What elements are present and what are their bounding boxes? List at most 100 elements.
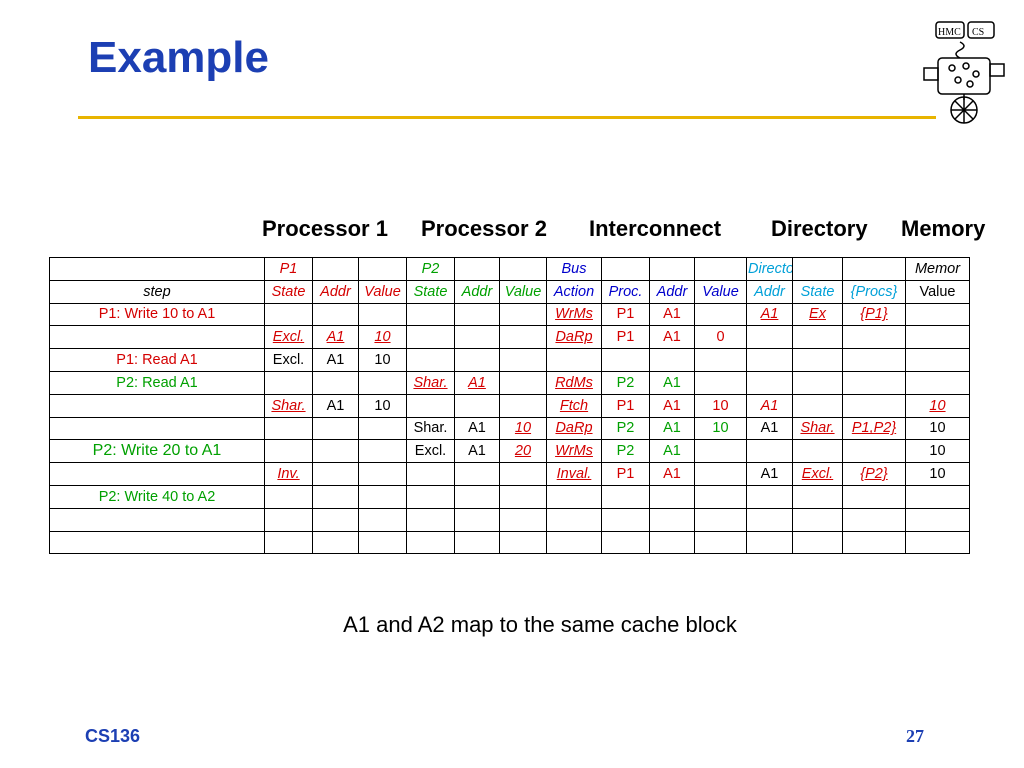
table-cell [358, 484, 407, 509]
table-cell [792, 348, 843, 372]
table-cell [454, 257, 500, 281]
table-cell: 10 [358, 393, 407, 418]
table-cell: A1 [312, 325, 359, 350]
table-cell [406, 393, 455, 418]
table-cell [499, 257, 547, 281]
table-cell [694, 530, 747, 555]
table-cell: P2 [601, 370, 650, 395]
table-cell [546, 507, 602, 532]
table-cell: A1 [746, 302, 793, 327]
table-cell [499, 393, 547, 418]
table-cell [454, 462, 500, 486]
table-cell: DaRp [546, 325, 602, 350]
table-cell: Shar. [792, 416, 843, 441]
table-cell: A1 [649, 393, 695, 418]
table-cell [358, 507, 407, 532]
table-cell: State [406, 279, 455, 304]
table-cell: P1 [601, 393, 650, 418]
table-cell: P1: Read A1 [49, 348, 265, 372]
table-cell [694, 507, 747, 532]
table-cell [49, 325, 265, 350]
table-cell: P1 [601, 302, 650, 327]
table-cell [358, 257, 407, 281]
table-cell: A1 [746, 462, 793, 486]
table-header-row: P1P2BusDirectoryMemor [49, 257, 970, 281]
table-cell [454, 484, 500, 509]
table-cell: Excl. [264, 325, 313, 350]
table-cell [649, 257, 695, 281]
table-cell: Proc. [601, 279, 650, 304]
table-cell [905, 507, 970, 532]
table-cell: Ex [792, 302, 843, 327]
table-cell: 10 [905, 439, 970, 464]
table-cell [905, 348, 970, 372]
table-cell: RdMs [546, 370, 602, 395]
table-cell [842, 507, 906, 532]
table-row [49, 507, 970, 532]
table-cell: Value [694, 279, 747, 304]
table-cell [49, 416, 265, 441]
table-cell: Shar. [406, 416, 455, 441]
table-cell [406, 462, 455, 486]
hmc-cs-logo: HMC CS [923, 21, 1005, 124]
group-memory: Memory [901, 216, 986, 241]
table-cell: A1 [649, 302, 695, 327]
table-cell: A1 [746, 416, 793, 441]
table-cell: Value [358, 279, 407, 304]
table-cell [694, 348, 747, 372]
table-cell: 10 [905, 416, 970, 441]
table-cell [406, 302, 455, 327]
table-cell: P2 [406, 257, 455, 281]
group-interconnect: Interconnect [589, 216, 722, 241]
table-cell [312, 439, 359, 464]
table-cell [499, 462, 547, 486]
table-cell: {Procs} [842, 279, 906, 304]
table-cell [792, 370, 843, 395]
table-cell [601, 257, 650, 281]
table-cell: A1 [454, 439, 500, 464]
table-cell [264, 530, 313, 555]
table-cell [792, 484, 843, 509]
table-cell: 20 [499, 439, 547, 464]
table-cell [601, 530, 650, 555]
table-cell: P1 [601, 462, 650, 486]
table-cell: Addr [312, 279, 359, 304]
table-cell [312, 416, 359, 441]
table-cell [358, 370, 407, 395]
table-cell: A1 [649, 462, 695, 486]
table-cell: A1 [649, 416, 695, 441]
table-cell: Shar. [406, 370, 455, 395]
table-cell [746, 484, 793, 509]
table-cell [746, 530, 793, 555]
table-cell: Action [546, 279, 602, 304]
table-cell [905, 302, 970, 327]
table-cell: 0 [694, 325, 747, 350]
table-cell [312, 257, 359, 281]
table-cell [454, 507, 500, 532]
slide-title: Example [88, 33, 269, 82]
table-cell [49, 507, 265, 532]
table-cell [792, 393, 843, 418]
table-cell [694, 462, 747, 486]
table-cell [312, 302, 359, 327]
table-cell: {P2} [842, 462, 906, 486]
table-cell [842, 370, 906, 395]
table-cell [546, 530, 602, 555]
table-cell: 10 [694, 393, 747, 418]
group-directory: Directory [771, 216, 868, 241]
table-cell: {P1} [842, 302, 906, 327]
table-cell: step [49, 279, 265, 304]
table-cell [601, 507, 650, 532]
table-cell: A1 [649, 370, 695, 395]
caption: A1 and A2 map to the same cache block [343, 612, 737, 637]
table-row [49, 530, 970, 555]
table-cell: Value [905, 279, 970, 304]
table-cell: Excl. [792, 462, 843, 486]
table-cell: Excl. [406, 439, 455, 464]
